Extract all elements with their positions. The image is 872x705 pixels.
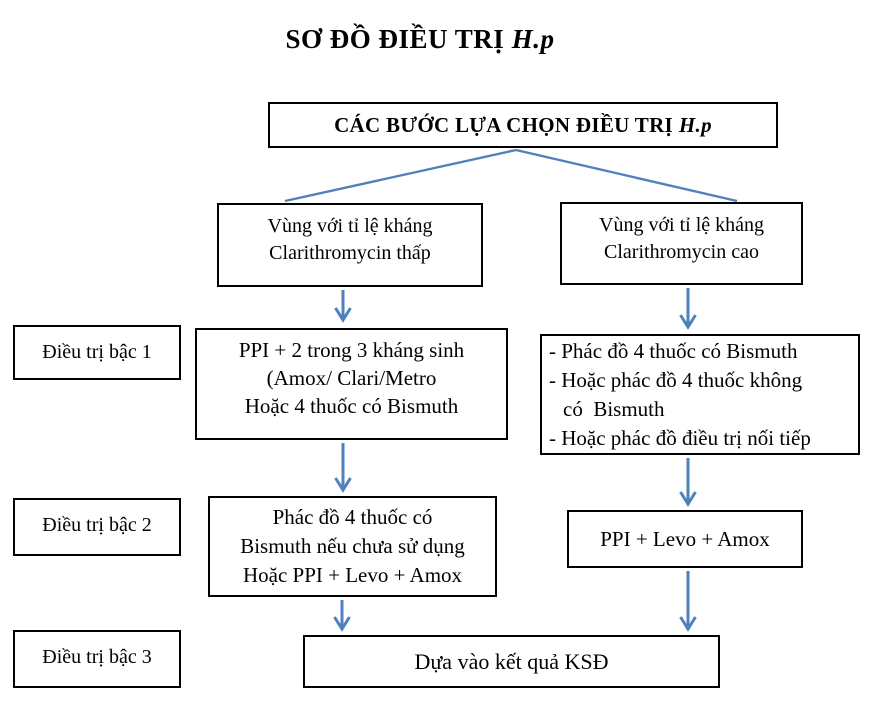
box-line: Vùng với tỉ lệ kháng [267, 215, 433, 237]
box-line: PPI + 2 trong 3 kháng sinh [238, 338, 465, 362]
box-line: Phác đồ 4 thuốc có [272, 505, 433, 529]
box-line: Clarithromycin thấp [269, 242, 431, 264]
box-line: Hoặc 4 thuốc có Bismuth [244, 394, 459, 418]
level2-left-regimen-box: Phác đồ 4 thuốc có Bismuth nếu chưa sử d… [208, 496, 497, 597]
top-box-text: CÁC BƯỚC LỰA CHỌN ĐIỀU TRỊ [334, 113, 674, 137]
box-line: - Hoặc phác đồ 4 thuốc không [549, 368, 803, 392]
level3-antibiogram-box: Dựa vào kết quả KSĐ [303, 635, 720, 688]
box-line: - Phác đồ 4 thuốc có Bismuth [549, 339, 798, 363]
box-line: Bismuth nếu chưa sử dụng [240, 534, 465, 558]
row-label-treatment-line-3: Điều trị bậc 3 [13, 630, 181, 688]
box-line: Vùng với tỉ lệ kháng [599, 214, 764, 236]
level1-left-regimen-box: PPI + 2 trong 3 kháng sinh (Amox/ Clari/… [195, 328, 508, 440]
box-line: - Hoặc phác đồ điều trị nối tiếp [549, 426, 811, 450]
top-box-emphasis: H.p [678, 113, 712, 137]
branch-box-high-clarithromycin-resistance: Vùng với tỉ lệ kháng Clarithromycin cao [560, 202, 803, 285]
row-label-treatment-line-2: Điều trị bậc 2 [13, 498, 181, 556]
page-title-emphasis: H.p [511, 24, 555, 54]
row-label-treatment-line-1: Điều trị bậc 1 [13, 325, 181, 380]
branch-box-low-clarithromycin-resistance: Vùng với tỉ lệ kháng Clarithromycin thấp [217, 203, 483, 287]
fork-line-right [515, 148, 738, 203]
box-line: (Amox/ Clari/Metro [266, 366, 437, 390]
fork-line-left [284, 148, 517, 203]
page-title-text: SƠ ĐỒ ĐIỀU TRỊ [285, 24, 505, 54]
box-line: có Bismuth [563, 397, 665, 421]
box-line: Clarithromycin cao [604, 241, 759, 263]
level1-right-regimen-box: - Phác đồ 4 thuốc có Bismuth - Hoặc phác… [540, 334, 860, 455]
level2-right-regimen-box: PPI + Levo + Amox [567, 510, 803, 568]
box-line: Hoặc PPI + Levo + Amox [242, 563, 463, 587]
